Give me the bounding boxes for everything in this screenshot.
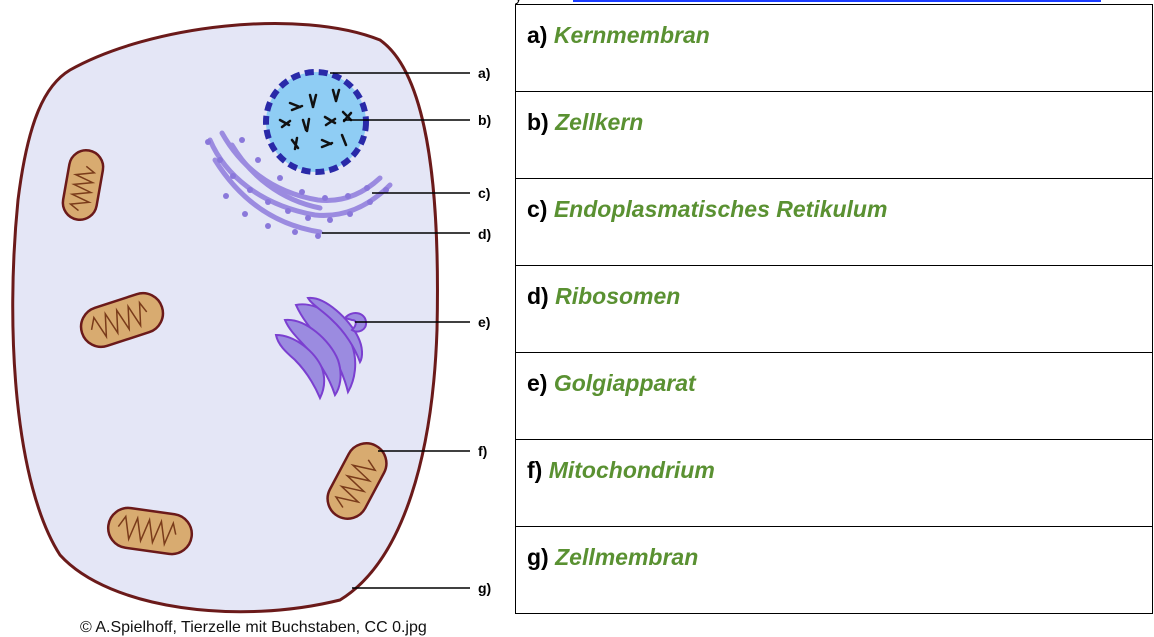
answer-row: g) Zellmembran (516, 527, 1153, 614)
animal-cell-diagram: a) b) c) d) e) f) g) (0, 0, 515, 637)
answer-letter: g) (527, 544, 549, 570)
label-c: c) (478, 185, 490, 201)
answer-row: b) Zellkern (516, 92, 1153, 179)
answer-row: a) Kernmembran (516, 5, 1153, 92)
answer-row: d) Ribosomen (516, 266, 1153, 353)
answer-letter: c) (527, 196, 547, 222)
answer-term: Golgiapparat (554, 370, 696, 396)
label-f: f) (478, 443, 487, 459)
cell-membrane (13, 24, 438, 612)
answer-row: c) Endoplasmatisches Retikulum (516, 179, 1153, 266)
label-d: d) (478, 226, 491, 242)
answer-letter: f) (527, 457, 542, 483)
answer-term: Kernmembran (554, 22, 710, 48)
answer-term: Endoplasmatisches Retikulum (554, 196, 888, 222)
image-credit: © A.Spielhoff, Tierzelle mit Buchstaben,… (80, 619, 427, 637)
label-a: a) (478, 65, 490, 81)
answer-term: Zellmembran (555, 544, 698, 570)
answer-table: a) Kernmembran b) Zellkern c) Endoplasma… (515, 4, 1153, 614)
label-e: e) (478, 314, 490, 330)
top-link-underline (573, 0, 1101, 2)
answer-term: Mitochondrium (549, 457, 715, 483)
nucleus (266, 72, 366, 172)
answer-letter: b) (527, 109, 549, 135)
answer-term: Ribosomen (555, 283, 680, 309)
answer-letter: d) (527, 283, 549, 309)
label-g: g) (478, 580, 491, 596)
answer-term: Zellkern (555, 109, 643, 135)
label-b: b) (478, 112, 491, 128)
answer-letter: a) (527, 22, 547, 48)
answer-row: f) Mitochondrium (516, 440, 1153, 527)
answer-row: e) Golgiapparat (516, 353, 1153, 440)
answer-letter: e) (527, 370, 547, 396)
